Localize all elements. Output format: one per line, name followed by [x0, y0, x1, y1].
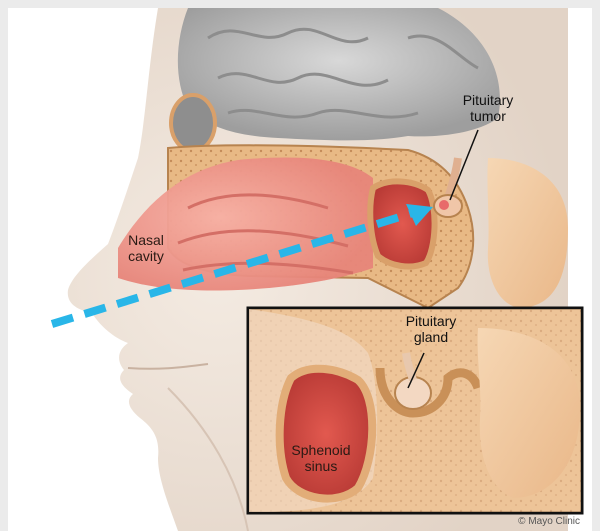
- tumor-spot: [439, 200, 449, 210]
- label-nasal-cavity: Nasal cavity: [116, 232, 176, 264]
- inset-pituitary-gland: [395, 377, 431, 409]
- label-pituitary-tumor: Pituitary tumor: [448, 92, 528, 124]
- label-pituitary-gland: Pituitary gland: [391, 313, 471, 345]
- frontal-sinus: [171, 95, 215, 151]
- illustration-panel: Pituitary tumor Nasal cavity Pituitary g…: [8, 8, 592, 531]
- label-sphenoid-sinus: Sphenoid sinus: [278, 442, 364, 474]
- copyright-credit: © Mayo Clinic: [518, 516, 580, 527]
- inset-sphenoid-sinus: [280, 369, 373, 499]
